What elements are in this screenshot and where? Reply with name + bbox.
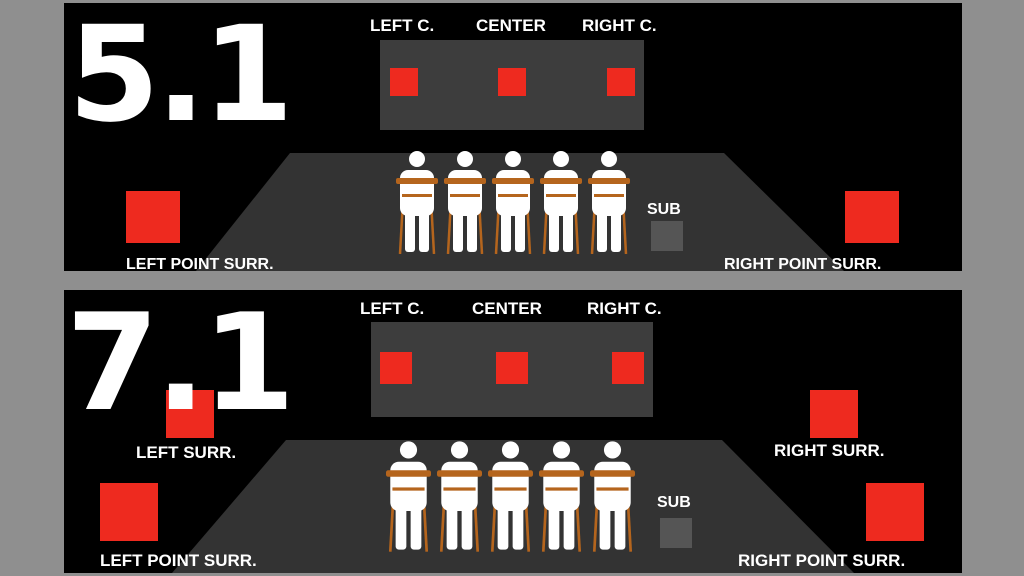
- speaker-left-point-surround: [126, 191, 180, 243]
- speaker-left-surround: [166, 390, 214, 438]
- label-sub: SUB: [657, 494, 691, 511]
- layout-title: 7.1: [66, 290, 295, 441]
- seated-person-icon: [396, 151, 438, 254]
- speaker-left-point-surround: [100, 483, 158, 541]
- speaker-left-center: [390, 68, 418, 96]
- label-right-center: RIGHT C.: [582, 16, 657, 35]
- label-right-surround: RIGHT SURR.: [774, 441, 885, 460]
- seated-person-icon: [492, 151, 534, 254]
- speaker-right-surround: [810, 390, 858, 438]
- seated-person-icon: [540, 151, 582, 254]
- label-sub: SUB: [647, 201, 681, 218]
- speaker-right-point-surround: [845, 191, 899, 243]
- label-right-point-surround: RIGHT POINT SURR.: [724, 256, 882, 272]
- panel-5-1: 5.1 LEFT C. CENTER RIGHT C. SUB LEFT POI…: [64, 3, 962, 271]
- layout-title: 5.1: [68, 3, 294, 152]
- audience: [386, 440, 635, 552]
- label-left-center: LEFT C.: [370, 16, 435, 35]
- audience: [396, 150, 630, 254]
- seated-person-icon: [444, 151, 486, 254]
- speaker-center: [496, 352, 528, 384]
- label-left-point-surround: LEFT POINT SURR.: [100, 551, 257, 570]
- speaker-left-center: [380, 352, 412, 384]
- speaker-right-center: [607, 68, 635, 96]
- subwoofer: [651, 221, 683, 251]
- seated-person-icon: [386, 441, 431, 552]
- seated-person-icon: [488, 441, 533, 552]
- speaker-center: [498, 68, 526, 96]
- label-left-surround: LEFT SURR.: [136, 443, 237, 462]
- speaker-right-point-surround: [866, 483, 924, 541]
- seated-person-icon: [590, 441, 635, 552]
- seated-person-icon: [437, 441, 482, 552]
- label-right-center: RIGHT C.: [587, 299, 662, 318]
- seated-person-icon: [588, 151, 630, 254]
- label-center: CENTER: [476, 16, 546, 35]
- seated-person-icon: [539, 441, 584, 552]
- label-right-point-surround: RIGHT POINT SURR.: [738, 551, 906, 570]
- label-left-center: LEFT C.: [360, 299, 425, 318]
- speaker-right-center: [612, 352, 644, 384]
- panel-7-1: LEFT C. CENTER RIGHT C. 7.1 LEFT SURR. R…: [64, 290, 962, 573]
- label-left-point-surround: LEFT POINT SURR.: [126, 256, 274, 272]
- subwoofer: [660, 518, 692, 548]
- label-center: CENTER: [472, 299, 542, 318]
